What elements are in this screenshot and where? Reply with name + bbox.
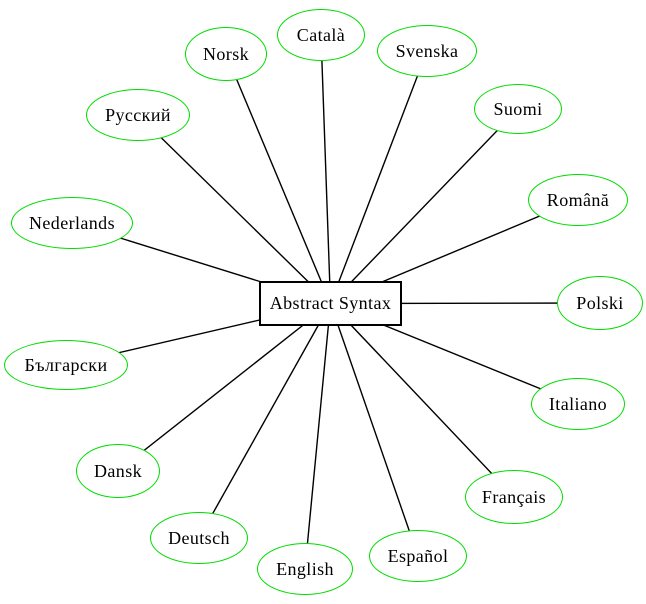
language-node-label: Italiano <box>548 393 608 414</box>
language-node-espanol[interactable]: Español <box>369 530 467 582</box>
language-node-english[interactable]: English <box>257 543 353 595</box>
language-node-polski[interactable]: Polski <box>557 276 643 330</box>
edge-espanol <box>329 303 419 557</box>
edge-suomi <box>329 108 519 304</box>
edge-english <box>304 303 332 570</box>
language-node-romana[interactable]: Română <box>528 174 628 226</box>
center-node-abstract-syntax[interactable]: Abstract Syntax <box>259 281 402 326</box>
language-node-lang12[interactable]: Български <box>4 340 128 390</box>
language-node-label: Español <box>387 545 449 566</box>
language-node-label: Polski <box>576 292 624 313</box>
edge-deutsch <box>198 303 332 539</box>
language-node-suomi[interactable]: Suomi <box>474 84 562 134</box>
center-node-label: Abstract Syntax <box>269 293 392 313</box>
language-node-label: English <box>276 558 334 579</box>
language-node-label: Français <box>481 486 547 507</box>
edge-francais <box>329 303 515 498</box>
edge-catala <box>320 34 332 304</box>
language-node-label: Dansk <box>94 460 142 481</box>
language-node-label: Svenska <box>395 40 459 61</box>
language-node-francais[interactable]: Français <box>465 470 563 524</box>
edge-norsk <box>225 53 332 304</box>
language-node-lang14[interactable]: Русский <box>86 89 190 141</box>
language-node-catala[interactable]: Català <box>277 9 365 61</box>
language-node-label: Nederlands <box>29 212 115 233</box>
language-node-label: Deutsch <box>168 527 230 548</box>
language-node-label: Català <box>296 24 346 45</box>
edge-lang14 <box>137 114 331 305</box>
language-node-label: Română <box>546 189 610 210</box>
edge-dansk <box>117 302 331 472</box>
language-node-norsk[interactable]: Norsk <box>185 27 267 81</box>
language-node-dansk[interactable]: Dansk <box>76 444 160 498</box>
language-node-label: Русский <box>105 104 171 125</box>
language-node-deutsch[interactable]: Deutsch <box>150 512 248 564</box>
language-node-svenska[interactable]: Svenska <box>377 25 477 77</box>
edge-svenska <box>329 50 428 304</box>
language-node-label: Norsk <box>203 43 249 64</box>
language-node-italiano[interactable]: Italiano <box>531 378 625 430</box>
language-node-label: Suomi <box>493 98 543 119</box>
language-node-nederlands[interactable]: Nederlands <box>11 197 133 249</box>
language-node-label: Български <box>24 354 108 375</box>
